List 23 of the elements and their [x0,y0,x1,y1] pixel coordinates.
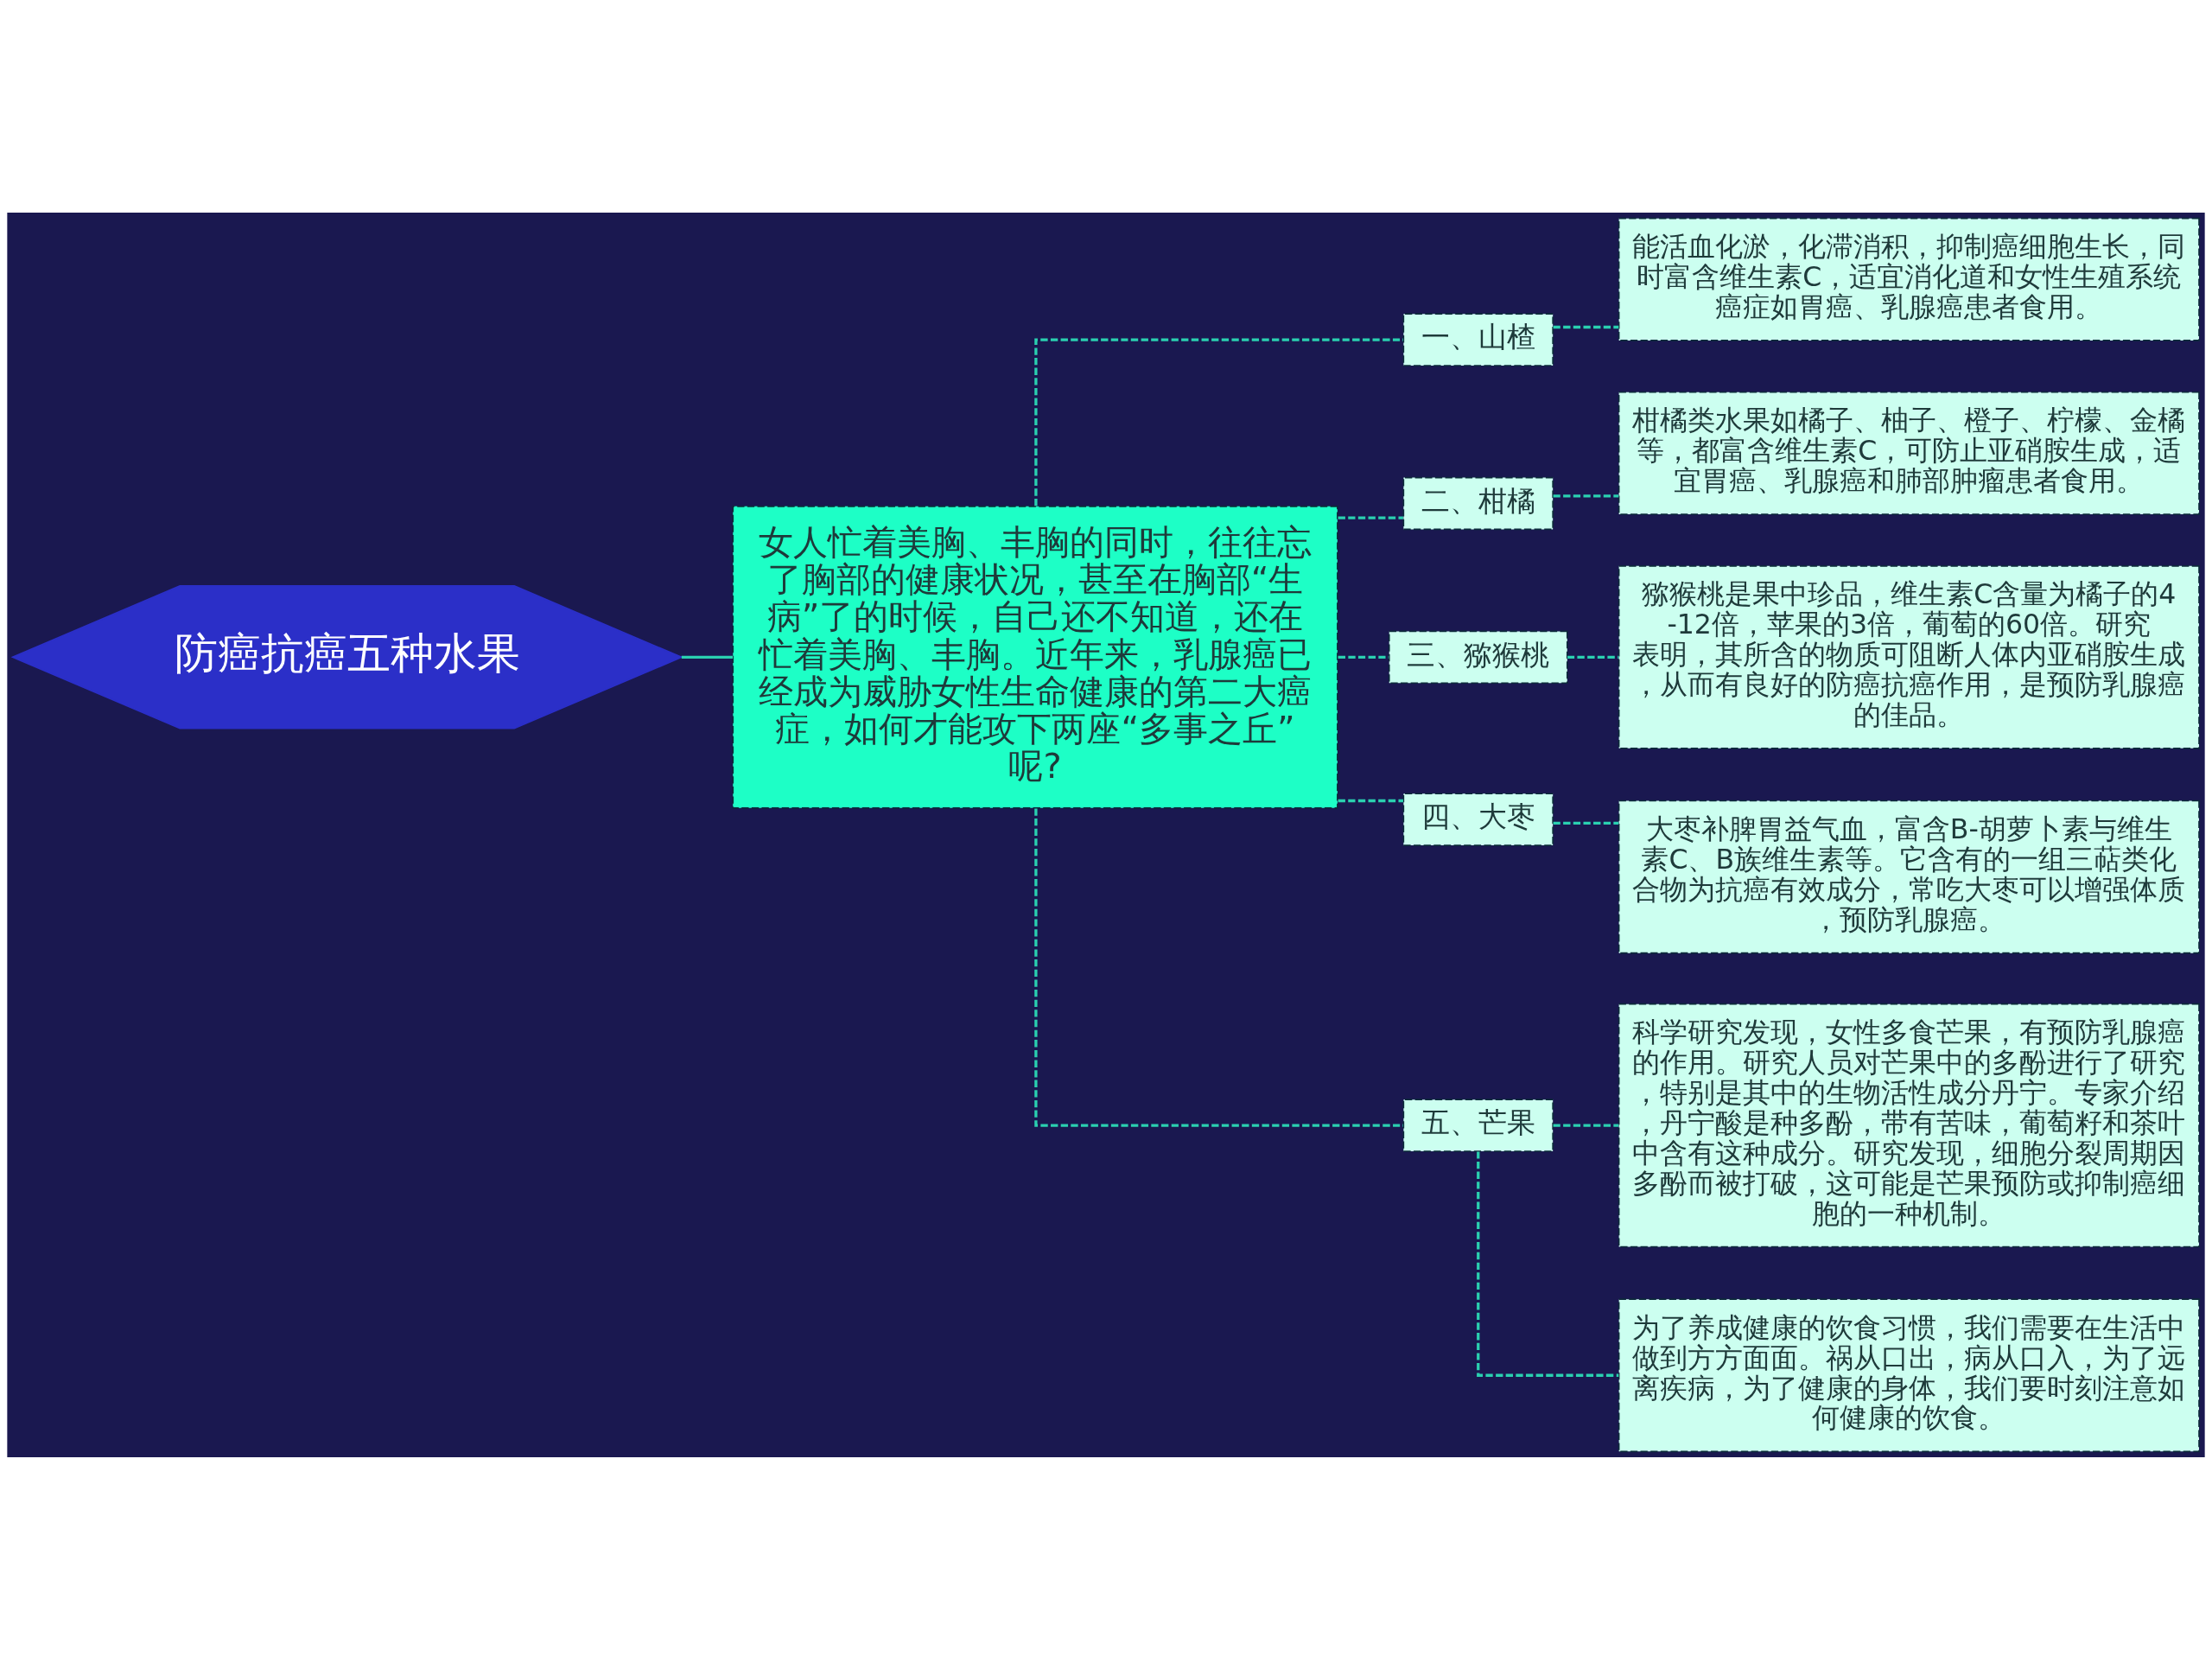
node-box: 为了养成健康的饮食习惯，我们需要在生活中做到方方面面。祸从口出，病从口入，为了远离疾病，为了健康的身体，我们要时刻注意如何健康的饮食。 [1618,1297,2200,1452]
connector [1034,337,1403,506]
node-box: 五、芒果 [1402,1098,1554,1152]
connector [681,655,734,659]
node-box: 二、柑橘 [1402,476,1554,530]
connector [1034,808,1403,1127]
connector [1553,821,1619,825]
node-box: 科学研究发现，女性多食芒果，有预防乳腺癌的作用。研究人员对芒果中的多酚进行了研究，特别是其中的生物活性成分丹宁。专家介绍，丹宁酸是种多酚，带有苦味，葡萄籽和茶叶中含有这种成分。研究发现，细胞分裂周期因多酚而被打破，这可能是芒果预防或抑制癌细胞的一种机制。 [1618,1003,2200,1247]
connector [1338,516,1403,519]
node-box: 猕猴桃是果中珍品，维生素C含量为橘子的4-12倍，苹果的3倍，葡萄的60倍。研究表明，其所含的物质可阻断人体内亚硝胺生成，从而有良好的防癌抗癌作用，是预防乳腺癌的佳品。 [1618,564,2200,749]
node-box: 一、山楂 [1402,312,1554,366]
connector [1338,799,1403,802]
node-box: 四、大枣 [1402,792,1554,846]
node-box: 大枣补脾胃益气血，富含B-胡萝卜素与维生素C、B族维生素等。它含有的一组三萜类化合物为抗癌有效成分，常吃大枣可以增强体质，预防乳腺癌。 [1618,799,2200,953]
node-box: 三、猕猴桃 [1388,630,1568,684]
connector [1553,325,1619,328]
connector [1553,494,1619,497]
node-box: 女人忙着美胸、丰胸的同时，往往忘了胸部的健康状况，甚至在胸部“生病”了的时候，自己还不知道，还在忙着美胸、丰胸。近年来，乳腺癌已经成为威胁女性生命健康的第二大癌症，如何才能攻下两座“多事之丘”呢? [732,505,1338,809]
connector [1553,1123,1619,1127]
connector [1477,1151,1619,1377]
connector [1567,655,1619,659]
node-box: 柑橘类水果如橘子、柚子、橙子、柠檬、金橘等，都富含维生素C，可防止亚硝胺生成，适宜胃癌、乳腺癌和肺部肿瘤患者食用。 [1618,391,2200,515]
node-box: 能活血化淤，化滞消积，抑制癌细胞生长，同时富含维生素C，适宜消化道和女性生殖系统癌症如胃癌、乳腺癌患者食用。 [1618,217,2200,341]
